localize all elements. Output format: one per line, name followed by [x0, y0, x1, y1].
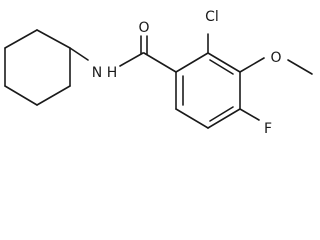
bond-nitrogen-to-carbonyl — [119, 52, 144, 67]
atom-label-amide-nitrogen: N — [92, 65, 102, 81]
bond-methoxy-oxygen-to-methyl — [287, 59, 313, 75]
bond — [207, 108, 241, 129]
bond — [36, 85, 71, 106]
bond-ring-to-nitrogen — [69, 47, 89, 61]
cyclohexyl-ring — [4, 29, 71, 106]
benzene-ring — [175, 52, 241, 129]
atom-label-methoxy-oxygen: O — [270, 50, 281, 66]
bond-carbonyl-to-ring — [143, 52, 177, 73]
aromatic-bond — [209, 106, 234, 122]
carbonyl-double-bond — [140, 35, 148, 55]
bond — [207, 52, 241, 73]
bond — [175, 108, 209, 129]
atom-label-carbonyl-oxygen: O — [138, 20, 149, 36]
atom-label-chlorine: Cl — [205, 9, 219, 25]
bond — [4, 29, 38, 49]
structural-formula: O N H Cl O F — [4, 9, 313, 137]
bond-ring-to-fluoro — [239, 108, 260, 121]
aromatic-bond — [209, 59, 234, 75]
bond — [36, 29, 71, 49]
atom-label-fluorine: F — [264, 121, 272, 137]
bond-ring-to-methoxy-oxygen — [239, 57, 265, 73]
bond — [4, 85, 38, 106]
bond — [175, 52, 209, 73]
atom-label-amide-hydrogen: H — [107, 65, 118, 81]
